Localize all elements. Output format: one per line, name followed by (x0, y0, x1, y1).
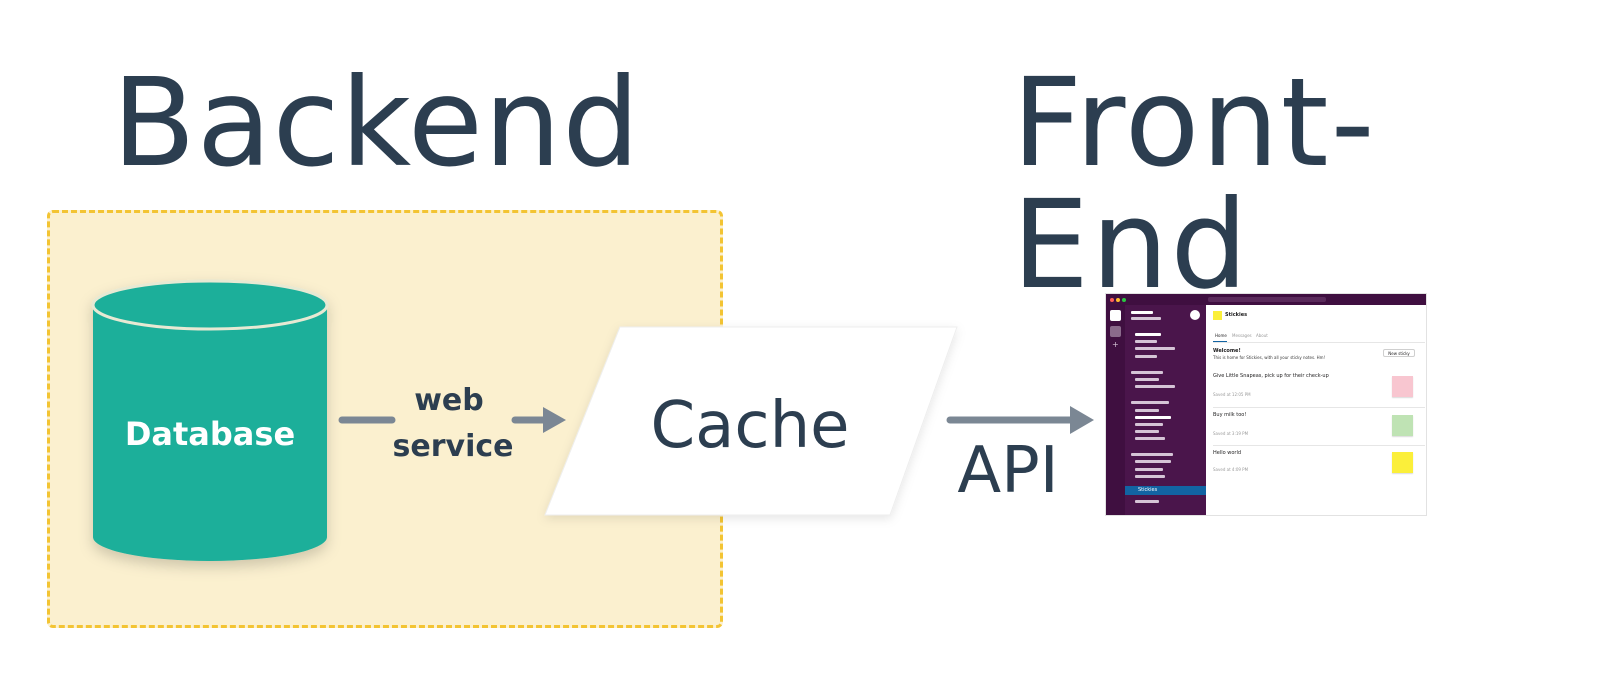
workspace-rail: + (1106, 305, 1125, 515)
web-service-label-line2: service (393, 429, 514, 464)
sidebar-item-stickies[interactable] (1125, 486, 1206, 495)
cache-label: Cache (650, 389, 849, 463)
web-service-arrow-head (511, 407, 566, 433)
active-tab-indicator (1213, 341, 1227, 342)
cache-node (544, 326, 958, 516)
compose-icon (1190, 310, 1200, 320)
tab-about[interactable]: About (1256, 333, 1268, 338)
workspace-icon-2 (1110, 326, 1121, 337)
note-meta-1: Saved at 12:05 PM (1213, 392, 1251, 397)
search-bar (1208, 297, 1326, 302)
close-dot-icon (1110, 298, 1114, 302)
new-sticky-button[interactable]: New sticky (1383, 349, 1415, 357)
app-main: Stickies Home Messages About Welcome! Th… (1206, 305, 1426, 515)
sidebar-item-label: Stickies (1138, 487, 1158, 493)
note-text-2: Buy milk too! (1213, 412, 1247, 418)
app-sidebar: Stickies (1125, 305, 1206, 515)
web-service-label-line1: web (414, 383, 484, 418)
frontend-title: Front-End (1012, 52, 1377, 316)
maximize-dot-icon (1122, 298, 1126, 302)
minimize-dot-icon (1116, 298, 1120, 302)
database-label: Database (125, 415, 295, 453)
welcome-title: Welcome! (1213, 348, 1241, 354)
backend-title: Backend (112, 52, 641, 194)
note-meta-2: Saved at 3:19 PM (1213, 431, 1249, 436)
database-node (91, 279, 329, 561)
sticky-note-icon (1213, 311, 1222, 320)
sticky-note-green[interactable] (1392, 415, 1413, 436)
sticky-note-yellow[interactable] (1392, 452, 1413, 473)
app-screenshot: + Stickies Stickies Home Messages About (1106, 294, 1426, 515)
note-text-1: Give Little Snapeas, pick up for their c… (1213, 373, 1329, 379)
tab-messages[interactable]: Messages (1232, 333, 1252, 338)
api-label: API (957, 434, 1058, 508)
app-titlebar (1106, 294, 1426, 305)
note-meta-3: Saved at 4:09 PM (1213, 467, 1249, 472)
add-workspace-icon: + (1112, 340, 1119, 349)
tab-home[interactable]: Home (1215, 333, 1227, 338)
welcome-text: This is home for Stickies, with all your… (1213, 355, 1326, 360)
workspace-icon (1110, 310, 1121, 321)
app-name: Stickies (1225, 312, 1248, 318)
sticky-note-pink[interactable] (1392, 376, 1413, 397)
api-arrow (946, 406, 1094, 434)
note-text-3: Hello world (1213, 450, 1242, 456)
